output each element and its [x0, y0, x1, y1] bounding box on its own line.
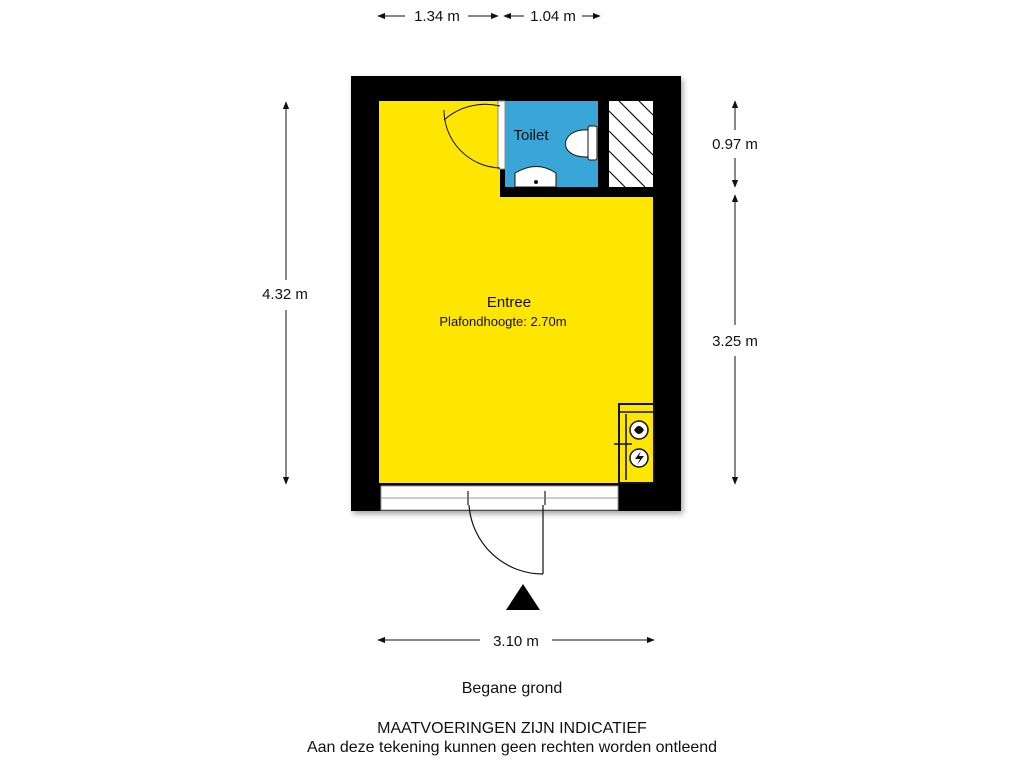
washbasin-icon — [514, 166, 557, 188]
toilet-door-swing — [443, 103, 501, 121]
gas-meter-icon — [629, 420, 649, 440]
toilet-door-frame — [497, 100, 506, 170]
disclaimer-line-2: Aan deze tekening kunnen geen rechten wo… — [306, 739, 718, 756]
disclaimer-line-1: MAATVOERINGEN ZIJN INDICATIEF — [377, 720, 647, 737]
floor-name: Begane grond — [461, 680, 563, 697]
dim-top-left-label: 1.34 m — [414, 8, 460, 25]
toilet-bowl-icon — [565, 125, 598, 161]
electricity-meter-icon — [629, 448, 649, 468]
entree-floor — [379, 101, 653, 483]
front-door-arc — [468, 504, 544, 575]
entree-label: Entree — [487, 294, 531, 311]
shaft-hatch — [608, 100, 654, 188]
dim-right-lower-label: 3.25 m — [712, 333, 758, 350]
toilet-door-arc — [443, 109, 501, 169]
entrance-arrow-icon — [506, 584, 540, 610]
dim-bottom-label: 3.10 m — [493, 633, 539, 650]
dim-right-upper-label: 0.97 m — [712, 136, 758, 153]
dim-top-right-label: 1.04 m — [530, 8, 576, 25]
dim-left-label: 4.32 m — [262, 286, 308, 303]
shaft — [609, 101, 653, 187]
entree-ceiling-height: Plafondhoogte: 2.70m — [439, 314, 566, 329]
toilet-label: Toilet — [513, 127, 549, 144]
